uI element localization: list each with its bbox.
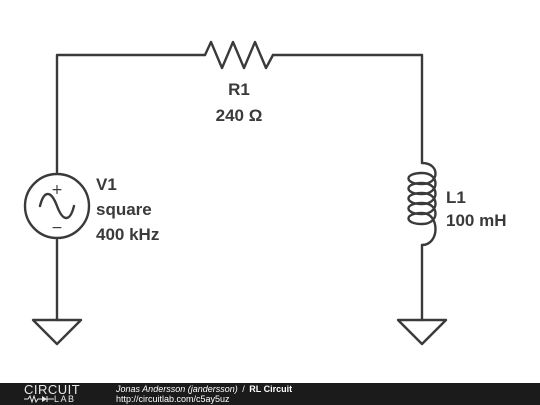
source-v1-frequency: 400 kHz [96,225,159,244]
resistor-r1-value: 240 Ω [216,106,263,125]
ground-left-icon [31,318,83,346]
resistor-r1-symbol [203,40,275,70]
ground-right-icon [396,318,448,346]
resistor-diode-logo-icon [24,395,54,403]
credit-line: Jonas Andersson (jandersson) / RL Circui… [116,384,292,394]
circuitlab-logo: CIRCUIT LAB [24,382,96,405]
source-plus-sign: + [51,182,63,198]
source-v1-name: V1 [96,175,117,194]
sine-wave-icon [38,192,76,220]
rl-circuit-schematic: R1 240 Ω + − V1 square 400 kHz L1 100 mH [23,40,506,346]
wire-top-left [55,53,207,174]
inductor-l1-symbol [407,161,437,247]
source-minus-sign: − [51,220,63,236]
credit-separator: / [242,384,245,394]
wire-top-right [271,53,424,165]
circuit-url-link[interactable]: http://circuitlab.com/c5ay5uz [116,394,230,404]
source-circle [23,172,91,240]
source-v1-type: square [96,200,152,219]
inductor-l1-name: L1 [446,188,466,207]
logo-text-bottom: LAB [54,394,76,404]
resistor-r1-name: R1 [228,80,250,99]
logo-text-top: CIRCUIT [24,382,81,397]
voltage-source-v1: + − [23,172,91,240]
circuit-title: RL Circuit [249,384,293,394]
author-link[interactable]: Jonas Andersson (jandersson) [116,384,238,394]
inductor-l1-value: 100 mH [446,211,506,230]
footer-bar: CIRCUIT LAB Jonas Andersson (jandersson)… [0,382,540,405]
